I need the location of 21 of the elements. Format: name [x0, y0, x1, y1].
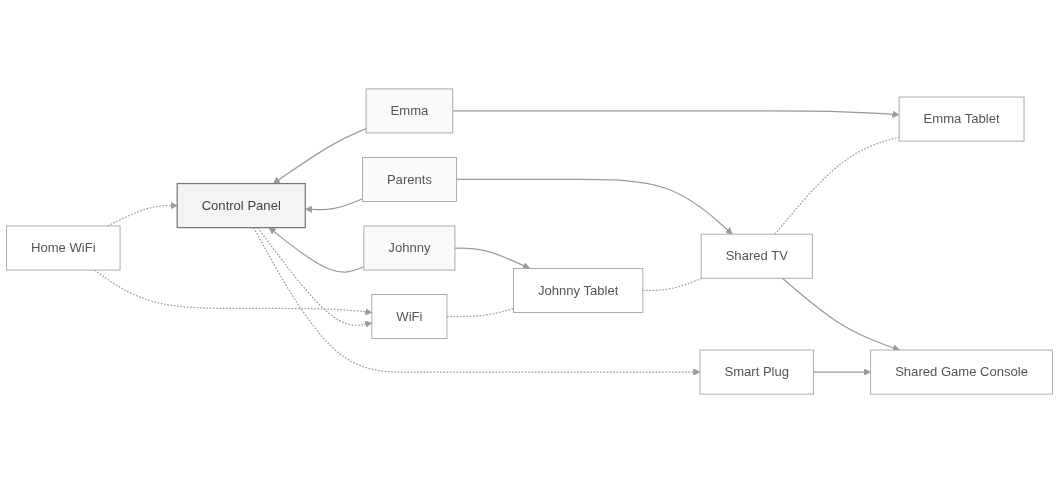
node-box: Shared TV [700, 233, 813, 279]
node-box: Johnny Tablet [513, 268, 644, 313]
node-box: Home WiFi [6, 225, 121, 271]
node-box: Control Panel [176, 182, 306, 229]
arrow [455, 178, 733, 235]
node-box: Emma [365, 88, 454, 134]
arrow [268, 227, 365, 273]
node-box: Smart Plug [699, 349, 814, 395]
node-box: Johnny [363, 225, 456, 271]
arrow [452, 110, 900, 118]
arrow [272, 128, 367, 184]
arrow [257, 227, 373, 328]
arrow [781, 277, 900, 352]
connector [446, 307, 515, 318]
arrow [812, 368, 871, 376]
node-box: Emma Tablet [898, 96, 1025, 142]
arrow [252, 227, 701, 376]
node-box: WiFi [371, 294, 448, 340]
node-box: Parents [362, 157, 457, 202]
node-box: Shared Game Console [870, 349, 1053, 395]
arrow [454, 247, 531, 270]
